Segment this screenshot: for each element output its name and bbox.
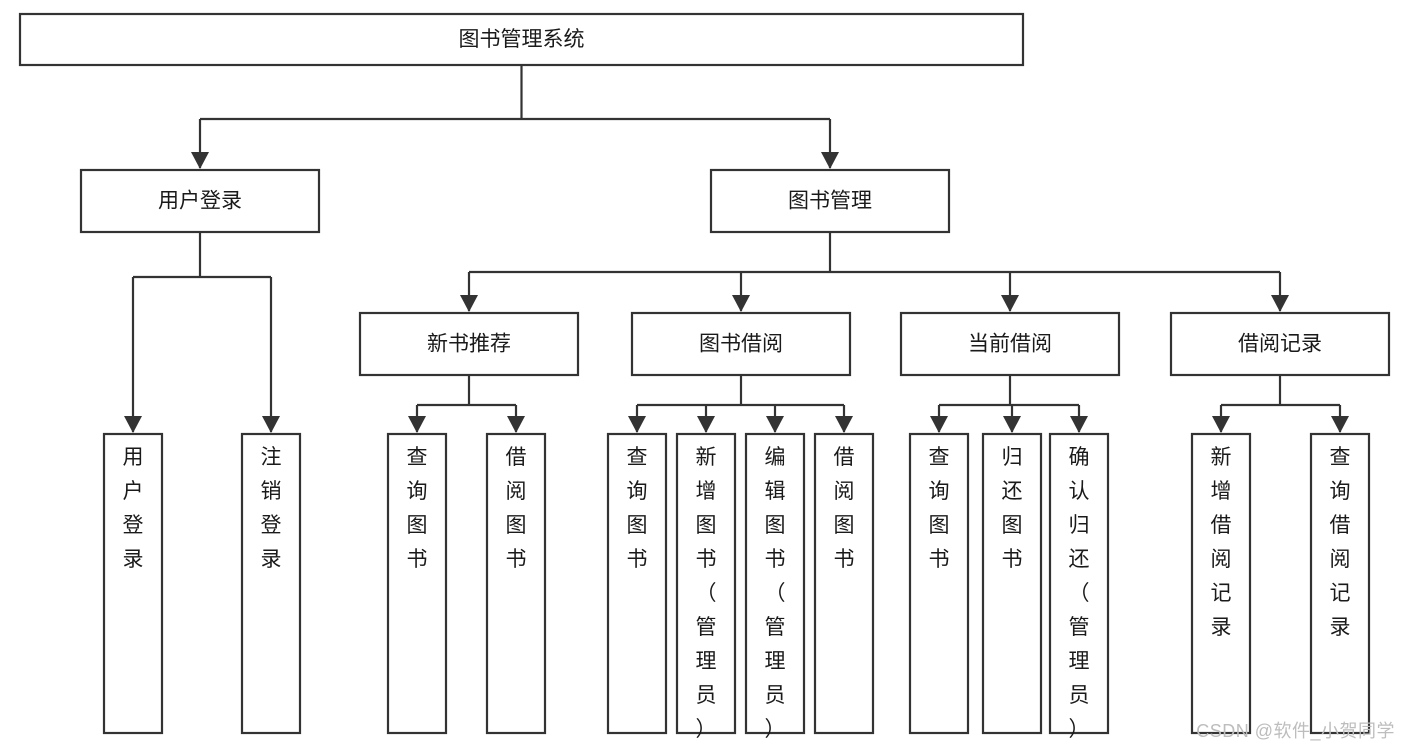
node-box-user-login: [79, 168, 321, 234]
arrow-head-current-borrow-return-book: [1003, 416, 1021, 433]
arrow-head-book-management-book-borrow: [732, 295, 750, 312]
node-label-edit-book-admin: 编辑图书（管理员）: [765, 446, 786, 741]
node-label-borrow-records: 借阅记录: [1238, 333, 1322, 356]
arrow-head-borrow-records-add-borrow-record: [1212, 416, 1230, 433]
node-label-user-logout-action: 注销登录: [261, 446, 282, 571]
node-borrow-book-1[interactable]: 借阅图书: [485, 432, 547, 735]
node-root[interactable]: 图书管理系统: [18, 12, 1025, 67]
arrow-head-new-book-recommend-borrow-book-1: [507, 416, 525, 433]
node-box-new-book-recommend: [358, 311, 580, 377]
node-box-borrow-records: [1169, 311, 1391, 377]
node-box-borrow-book-2: [813, 432, 875, 735]
node-box-root: [18, 12, 1025, 67]
node-box-borrow-book-1: [485, 432, 547, 735]
arrow-head-book-borrow-add-book-admin: [697, 416, 715, 433]
arrow-head-book-management-new-book-recommend: [460, 295, 478, 312]
node-box-query-book-2: [606, 432, 668, 735]
node-box-user-login-action: [102, 432, 164, 735]
node-box-book-management: [709, 168, 951, 234]
arrow-head-root-book-management: [821, 152, 839, 169]
node-label-add-book-admin: 新增图书（管理员）: [696, 446, 717, 741]
arrow-head-borrow-records-query-borrow-record: [1331, 416, 1349, 433]
arrow-head-new-book-recommend-query-book-1: [408, 416, 426, 433]
arrow-head-current-borrow-query-book-3: [930, 416, 948, 433]
nodes-layer: 图书管理系统用户登录用户登录注销登录图书管理新书推荐查询图书借阅图书图书借阅查询…: [18, 12, 1391, 741]
arrow-head-user-login-user-logout-action: [262, 416, 280, 433]
node-new-book-recommend[interactable]: 新书推荐: [358, 311, 580, 377]
node-label-confirm-return-admin: 确认归还（管理员）: [1069, 446, 1090, 741]
node-box-book-borrow: [630, 311, 852, 377]
node-label-new-book-recommend: 新书推荐: [427, 333, 511, 356]
node-query-book-1[interactable]: 查询图书: [386, 432, 448, 735]
node-book-management[interactable]: 图书管理: [709, 168, 951, 234]
arrow-head-user-login-user-login-action: [124, 416, 142, 433]
node-label-add-borrow-record: 新增借阅记录: [1211, 446, 1232, 639]
node-label-query-book-3: 查询图书: [929, 446, 950, 571]
node-label-user-login-action: 用户登录: [123, 446, 144, 571]
node-box-current-borrow: [899, 311, 1121, 377]
node-box-return-book: [981, 432, 1043, 735]
node-book-borrow[interactable]: 图书借阅: [630, 311, 852, 377]
node-label-book-management: 图书管理: [788, 190, 872, 213]
arrow-head-current-borrow-confirm-return-admin: [1070, 416, 1088, 433]
node-label-query-book-2: 查询图书: [627, 446, 648, 571]
node-query-book-2[interactable]: 查询图书: [606, 432, 668, 735]
node-box-confirm-return-admin: [1048, 432, 1110, 735]
node-query-borrow-record[interactable]: 查询借阅记录: [1309, 432, 1371, 735]
arrow-head-book-borrow-borrow-book-2: [835, 416, 853, 433]
watermark-text: CSDN @软件_小贺同学: [1196, 721, 1395, 741]
arrow-head-book-borrow-edit-book-admin: [766, 416, 784, 433]
arrow-head-book-management-current-borrow: [1001, 295, 1019, 312]
node-user-logout-action[interactable]: 注销登录: [240, 432, 302, 735]
node-label-current-borrow: 当前借阅: [968, 333, 1052, 356]
arrow-head-book-borrow-query-book-2: [628, 416, 646, 433]
node-query-book-3[interactable]: 查询图书: [908, 432, 970, 735]
node-borrow-records[interactable]: 借阅记录: [1169, 311, 1391, 377]
edges-layer: [124, 65, 1349, 433]
node-current-borrow[interactable]: 当前借阅: [899, 311, 1121, 377]
node-add-book-admin[interactable]: 新增图书（管理员）: [675, 432, 737, 741]
node-label-root: 图书管理系统: [459, 28, 585, 51]
node-box-edit-book-admin: [744, 432, 806, 735]
node-user-login[interactable]: 用户登录: [79, 168, 321, 234]
node-box-query-borrow-record: [1309, 432, 1371, 735]
node-box-add-borrow-record: [1190, 432, 1252, 735]
node-box-add-book-admin: [675, 432, 737, 735]
node-label-borrow-book-2: 借阅图书: [834, 446, 855, 571]
node-box-user-logout-action: [240, 432, 302, 735]
node-label-borrow-book-1: 借阅图书: [506, 446, 527, 571]
node-confirm-return-admin[interactable]: 确认归还（管理员）: [1048, 432, 1110, 741]
arrow-head-book-management-borrow-records: [1271, 295, 1289, 312]
node-box-query-book-1: [386, 432, 448, 735]
node-label-query-borrow-record: 查询借阅记录: [1330, 446, 1351, 639]
node-box-query-book-3: [908, 432, 970, 735]
arrow-head-root-user-login: [191, 152, 209, 169]
node-add-borrow-record[interactable]: 新增借阅记录: [1190, 432, 1252, 735]
node-label-query-book-1: 查询图书: [407, 446, 428, 571]
node-label-user-login: 用户登录: [158, 190, 242, 213]
node-borrow-book-2[interactable]: 借阅图书: [813, 432, 875, 735]
node-edit-book-admin[interactable]: 编辑图书（管理员）: [744, 432, 806, 741]
node-label-return-book: 归还图书: [1002, 446, 1023, 571]
node-label-book-borrow: 图书借阅: [699, 333, 783, 356]
node-user-login-action[interactable]: 用户登录: [102, 432, 164, 735]
node-return-book[interactable]: 归还图书: [981, 432, 1043, 735]
